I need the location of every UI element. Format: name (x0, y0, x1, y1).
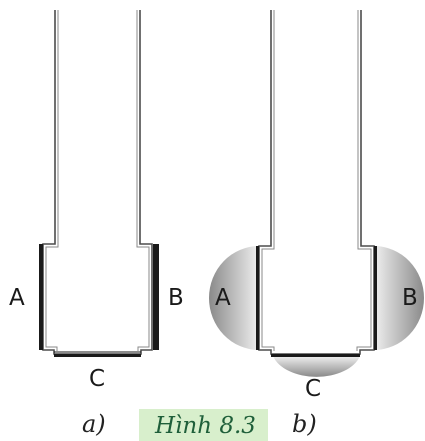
label-a-left: A (9, 285, 25, 311)
caption-figure-bg (139, 409, 268, 441)
caption-sub-b: b) (292, 410, 317, 438)
label-a-bottom: C (89, 366, 105, 392)
membrane-b-bottom (271, 354, 360, 357)
membrane-a-left (39, 244, 43, 350)
container-a: A B C (9, 10, 184, 392)
label-b-bottom: C (305, 376, 321, 402)
membrane-b-left (256, 246, 259, 350)
caption: a) Hình 8.3 b) (82, 409, 317, 441)
container-b: A B C (209, 10, 424, 402)
label-a-right: B (168, 285, 184, 311)
bulge-b-bottom (273, 356, 360, 377)
bulge-b-left (209, 246, 259, 350)
label-b-right: B (402, 285, 418, 311)
caption-sub-a: a) (82, 410, 106, 438)
container-a-wall-inner-left (45, 10, 150, 351)
membrane-a-bottom (54, 354, 141, 357)
container-b-wall-inner (261, 10, 372, 351)
membrane-a-right (153, 244, 159, 350)
bulge-b-right (374, 246, 424, 350)
container-b-wall (258, 10, 375, 355)
label-b-left: A (215, 285, 231, 311)
membrane-b-right (374, 246, 377, 350)
container-a-wall-left (42, 10, 153, 355)
caption-figure: Hình 8.3 (154, 413, 256, 439)
